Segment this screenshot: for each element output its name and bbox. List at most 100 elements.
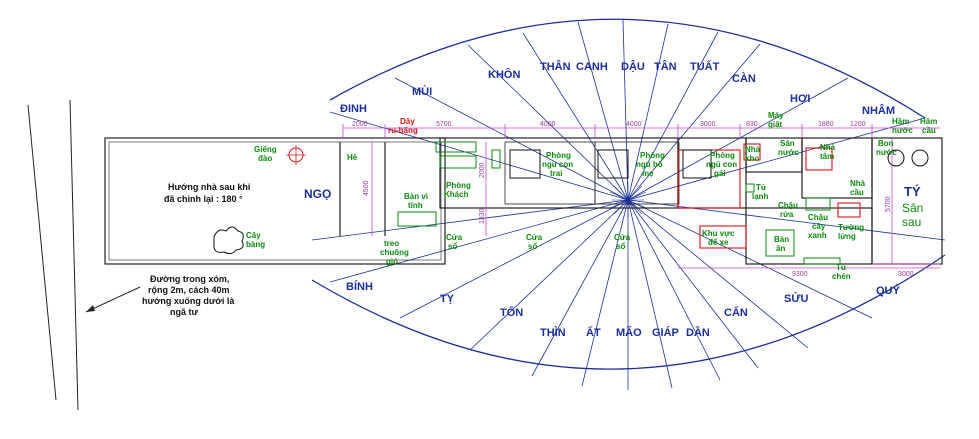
room-bon-2: nước <box>876 148 897 157</box>
room-cuaso2-1: Cửa <box>526 233 543 242</box>
room-tulanh-1: Tủ <box>756 183 766 192</box>
room-pncg-1: Phòng <box>710 151 735 160</box>
room-hamcau-1: Hầm <box>920 117 937 126</box>
room-banan-2: ăn <box>776 244 785 253</box>
dir-binh: BÍNH <box>346 280 373 293</box>
dim-2000v: 2000 <box>479 162 486 178</box>
dir-tuat: TUẤT <box>690 60 720 73</box>
room-chaurua-1: Chậu <box>778 201 798 210</box>
label-day-2: ru-băng <box>388 126 418 135</box>
dir-khon: KHÔN <box>488 68 520 81</box>
room-hamnuoc-2: nước <box>892 126 913 135</box>
dir-dan: DẦN <box>686 326 710 339</box>
dir-at: ẤT <box>586 326 601 339</box>
dim-1880: 1880 <box>818 121 834 128</box>
room-ccx-1: Chậu <box>808 213 828 222</box>
road <box>27 99 79 411</box>
dim-3000b: 3000 <box>898 271 914 278</box>
room-hamcau-2: cầu <box>922 126 936 135</box>
compass-upper-arc <box>329 18 926 119</box>
room-pnct-1: Phòng <box>546 151 571 160</box>
dir-suu: SỬU <box>784 292 808 305</box>
room-sannuoc-1: Sân <box>780 139 795 148</box>
road-arrow <box>85 286 141 313</box>
furniture <box>397 141 841 265</box>
note-duong-3: hướng xuống dưới là <box>142 296 235 306</box>
room-cuaso1-2: sổ <box>448 242 457 251</box>
note-duong-4: ngã tư <box>170 307 198 317</box>
room-he: Hè <box>347 153 358 162</box>
room-pnbm-2: ngủ bố <box>636 160 663 169</box>
room-gieng-1: Giếng <box>254 145 277 154</box>
room-pnct-2: ngủ con <box>542 160 573 169</box>
dir-thin: THÌN <box>540 326 566 339</box>
dir-ngo: NGỌ <box>304 187 331 201</box>
dim-4000b: 4000 <box>626 121 642 128</box>
room-pnct-3: trai <box>550 169 562 178</box>
room-tuong-1: Tường <box>838 223 864 232</box>
room-maygiat-1: Máy <box>768 111 784 120</box>
room-cuaso3-1: Cửa <box>614 233 631 242</box>
dir-ty: TỴ <box>440 293 455 305</box>
tree-icon <box>213 226 244 255</box>
room-khach-2: Khách <box>444 190 469 199</box>
note-huong-1: Hướng nhà sau khi <box>168 182 250 192</box>
dim-1200: 1200 <box>850 121 866 128</box>
dimension-lines <box>342 124 940 269</box>
dir-hoi: HỢI <box>790 93 810 105</box>
note-duong-1: Đường trong xóm, <box>150 274 229 284</box>
room-gieng-2: đào <box>258 154 272 163</box>
room-bon-1: Bon <box>878 139 894 148</box>
room-kho-1: Nhà <box>745 145 761 154</box>
dim-3000: 3000 <box>700 121 716 128</box>
room-dexe-2: để xe <box>708 238 729 247</box>
room-bvt-1: Bàn vi <box>404 192 428 201</box>
dir-dau: DẬU <box>621 60 645 73</box>
dir-dinh: ĐINH <box>340 103 367 115</box>
dir-giap: GIÁP <box>652 326 679 339</box>
tank-water-icon <box>887 149 905 167</box>
dim-2000: 2000 <box>352 121 368 128</box>
dir-can2: CẤN <box>724 306 748 319</box>
compass-lower-arc <box>311 254 946 370</box>
road-arrow-head <box>86 305 95 312</box>
dim-830: 830 <box>746 121 758 128</box>
center-starburst <box>609 182 647 218</box>
room-maygiat-2: giặt <box>768 120 783 129</box>
dir-mao: MÃO <box>616 326 642 339</box>
room-tuchen-2: chén <box>832 272 851 281</box>
room-pncg-3: gái <box>714 169 726 178</box>
room-cau-1: Nhà <box>850 179 866 188</box>
dir-ty-n: TÝ <box>904 184 921 199</box>
room-tulanh-2: lạnh <box>752 192 769 201</box>
room-khach-1: Phòng <box>446 181 471 190</box>
dim-5700v: 5700 <box>885 196 892 212</box>
room-tam-2: tắm <box>820 152 834 161</box>
dim-9300: 9300 <box>792 271 808 278</box>
tank-septic-icon <box>911 149 929 167</box>
room-banan-1: Bàn <box>774 235 789 244</box>
room-tuchen-1: Tủ <box>836 263 846 272</box>
dir-nham: NHÂM <box>862 104 895 117</box>
room-caybang-2: bàng <box>246 240 265 249</box>
dir-tan: TÂN <box>654 60 677 73</box>
room-tam-1: Nhà <box>820 143 836 152</box>
dim-5700: 5700 <box>436 121 452 128</box>
room-treo-1: treo <box>384 239 399 248</box>
room-sannuoc-2: nước <box>778 148 799 157</box>
room-cau-2: cầu <box>850 188 864 197</box>
room-sansau-1: Sân <box>902 201 923 215</box>
room-kho-2: kho <box>745 154 759 163</box>
dim-4000a: 4000 <box>540 121 556 128</box>
dir-than: THÂN <box>540 60 571 73</box>
room-chaurua-2: rửa <box>780 210 794 219</box>
room-dexe-1: Khu vực <box>702 229 735 238</box>
dim-4500: 4500 <box>363 180 370 196</box>
room-bvt-2: tính <box>408 201 423 210</box>
room-caybang-1: Cây <box>246 231 261 240</box>
dir-mui: MÙI <box>412 85 432 98</box>
dir-quy: QUÝ <box>876 284 901 297</box>
room-cuaso1-1: Cửa <box>446 233 463 242</box>
room-ccx-3: xanh <box>808 231 827 240</box>
